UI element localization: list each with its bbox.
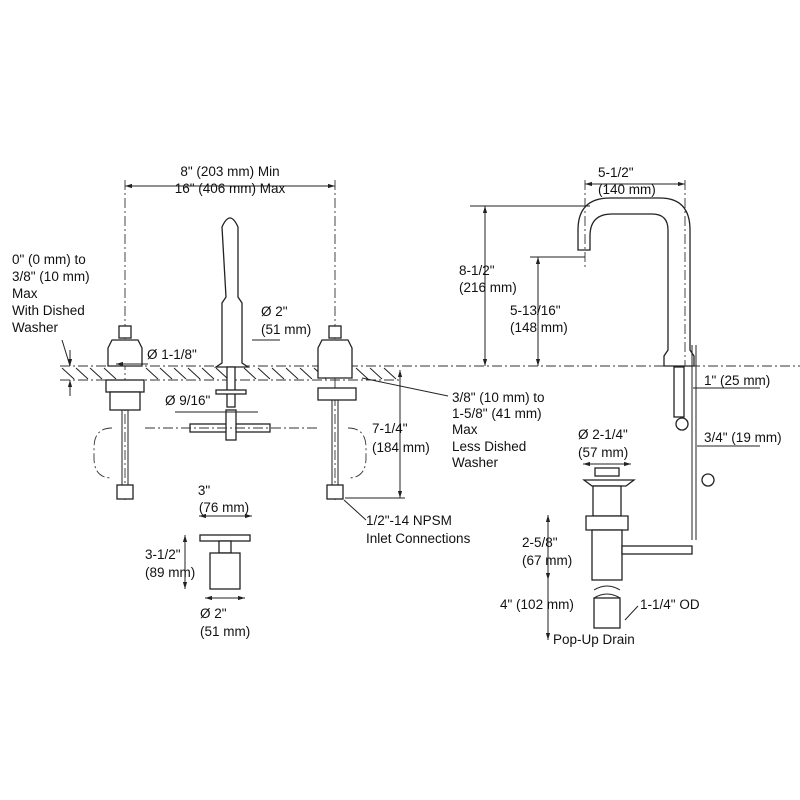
handle-height-label: 3-1/2" bbox=[145, 547, 181, 562]
deck-with-washer-line4: With Dished bbox=[12, 303, 85, 318]
deck-with-washer-line2: 3/8" (10 mm) bbox=[12, 269, 90, 284]
spacing-max-label: 16" (406 mm) Max bbox=[175, 181, 286, 196]
hatch-mark bbox=[159, 367, 173, 380]
rod-offset-label: 3/4" (19 mm) bbox=[704, 430, 782, 445]
hatch-mark bbox=[285, 367, 299, 380]
hatch-mark bbox=[173, 367, 187, 380]
left-valve bbox=[93, 180, 145, 500]
spout-shank-diameter-label: Ø 9/16" bbox=[165, 393, 211, 408]
inlet-label-line1: 1/2"-14 NPSM bbox=[366, 513, 452, 528]
deck-with-washer-line1: 0" (0 mm) to bbox=[12, 252, 86, 267]
deck-with-washer-line3: Max bbox=[12, 286, 38, 301]
handle-width-label: 3" bbox=[198, 483, 211, 498]
hatch-mark bbox=[89, 367, 103, 380]
hatch-mark bbox=[61, 367, 75, 380]
deck-less-washer-line4: Less Dished bbox=[452, 439, 526, 454]
deck-less-washer-line5: Washer bbox=[452, 455, 499, 470]
shank-offset-label: 1" (25 mm) bbox=[704, 373, 770, 388]
hatch-mark bbox=[187, 367, 201, 380]
deck-less-washer-line3: Max bbox=[452, 422, 478, 437]
dimension-labels: 8" (203 mm) Min 16" (406 mm) Max 0" (0 m… bbox=[12, 164, 782, 647]
valve-hole-diameter-label: Ø 1-1/8" bbox=[147, 347, 197, 362]
center-spout bbox=[145, 217, 320, 441]
handle-base-diameter-label: Ø 2" bbox=[200, 606, 227, 621]
spout-reach-mm: (140 mm) bbox=[598, 182, 656, 197]
drain-flange-diameter-mm: (57 mm) bbox=[578, 445, 628, 460]
pop-up-drain-caption: Pop-Up Drain bbox=[553, 632, 635, 647]
inlet-label-line2: Inlet Connections bbox=[366, 531, 471, 546]
hatch-mark bbox=[299, 367, 313, 380]
hatch-mark bbox=[383, 367, 397, 380]
overall-height-mm: (216 mm) bbox=[459, 280, 517, 295]
deck-less-washer-line2: 1-5/8" (41 mm) bbox=[452, 406, 542, 421]
deck-less-washer-line1: 3/8" (10 mm) to bbox=[452, 390, 545, 405]
drain-body-height-mm: (67 mm) bbox=[522, 553, 572, 568]
countertop-section bbox=[60, 365, 800, 381]
drain-flange-diameter-label: Ø 2-1/4" bbox=[578, 427, 628, 442]
spout-base-diameter-mm: (51 mm) bbox=[261, 322, 311, 337]
spacing-min-label: 8" (203 mm) Min bbox=[180, 164, 279, 179]
handle-base-diameter-mm: (51 mm) bbox=[200, 624, 250, 639]
below-deck-depth-mm: (184 mm) bbox=[372, 440, 430, 455]
dimension-lines bbox=[61, 181, 760, 640]
spout-reach-label: 5-1/2" bbox=[598, 165, 634, 180]
pop-up-drain bbox=[582, 467, 693, 629]
tailpiece-length-label: 4" (102 mm) bbox=[500, 597, 574, 612]
handle bbox=[182, 513, 252, 601]
drain-body-height-label: 2-5/8" bbox=[522, 535, 558, 550]
hatch-mark bbox=[215, 367, 229, 380]
spout-height-mm: (148 mm) bbox=[510, 320, 568, 335]
hatch-mark bbox=[369, 367, 383, 380]
below-deck-depth-label: 7-1/4" bbox=[372, 421, 408, 436]
hatch-mark bbox=[145, 367, 159, 380]
handle-height-mm: (89 mm) bbox=[145, 565, 195, 580]
hatch-mark bbox=[243, 367, 257, 380]
hatch-mark bbox=[257, 367, 271, 380]
spout-height-label: 5-13/16" bbox=[510, 303, 561, 318]
overall-height-label: 8-1/2" bbox=[459, 263, 495, 278]
deck-with-washer-line5: Washer bbox=[12, 320, 59, 335]
hatch-mark bbox=[75, 367, 89, 380]
tailpiece-od-label: 1-1/4" OD bbox=[640, 597, 700, 612]
spout-base-diameter-label: Ø 2" bbox=[261, 304, 288, 319]
hatch-mark bbox=[201, 367, 215, 380]
hatch-mark bbox=[355, 367, 369, 380]
hatch-mark bbox=[271, 367, 285, 380]
side-spout bbox=[577, 180, 715, 540]
right-valve bbox=[317, 180, 367, 500]
hatch-mark bbox=[103, 367, 117, 380]
handle-width-mm: (76 mm) bbox=[199, 500, 249, 515]
